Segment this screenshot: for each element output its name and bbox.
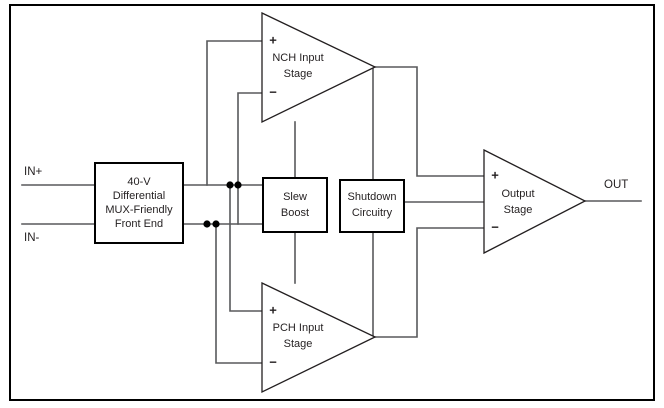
wire-nch-out-to-outplus [374,66,485,177]
diagram-border [9,4,655,401]
wire-pch-out-to-outminus [374,227,485,338]
wire-nch-minus-feed [237,92,263,225]
junction-in-plus-b [234,181,242,189]
wire-layer [21,40,642,364]
in-minus-label: IN- [24,232,40,244]
nch-label-line1: NCH Input [272,52,323,64]
pch-label-line2: Stage [284,338,313,350]
output-plus-sign: + [491,167,499,182]
shutdown-circuitry-block-rect [339,179,405,233]
front-end-line2: Differential [113,190,165,202]
nch-plus-sign: + [269,32,277,47]
in-plus-label: IN+ [24,166,43,178]
front-end-line3: MUX-Friendly [105,204,173,216]
pch-plus-sign: + [269,302,277,317]
shutdown-line1: Shutdown [348,191,397,203]
out-label: OUT [604,179,628,191]
front-end-block: 40-V Differential MUX-Friendly Front End [94,162,184,244]
shutdown-line2: Circuitry [352,207,393,219]
slew-boost-block: Slew Boost [262,177,328,233]
output-stage: + − Output Stage [483,148,587,255]
wire-pch-minus-feed [215,223,263,364]
nch-minus-sign: − [269,84,277,99]
port-label-layer: IN+ IN- OUT [24,166,628,244]
pch-input-stage: + − PCH Input Stage [261,281,377,394]
slew-boost-line2: Boost [281,207,309,219]
slew-boost-line1: Slew [283,191,307,203]
output-minus-sign: − [491,219,499,234]
shutdown-circuitry-block: Shutdown Circuitry [339,179,405,233]
wire-pch-plus-feed [229,184,263,312]
slew-boost-block-rect [262,177,328,233]
pch-input-stage-triangle [261,281,377,394]
output-stage-triangle [483,148,587,255]
junction-in-minus-b [212,220,220,228]
nch-input-stage: + − NCH Input Stage [261,11,377,124]
front-end-line1: 40-V [127,176,151,188]
junction-dot-layer [203,181,242,228]
junction-in-minus-a [203,220,211,228]
output-label-line2: Stage [504,204,533,216]
wire-nch-plus-feed [206,40,263,186]
front-end-line4: Front End [115,218,163,230]
output-label-line1: Output [501,188,534,200]
nch-label-line2: Stage [284,68,313,80]
pch-label-line1: PCH Input [273,322,324,334]
nch-input-stage-triangle [261,11,377,124]
front-end-block-rect [94,162,184,244]
pch-minus-sign: − [269,354,277,369]
junction-in-plus-a [226,181,234,189]
